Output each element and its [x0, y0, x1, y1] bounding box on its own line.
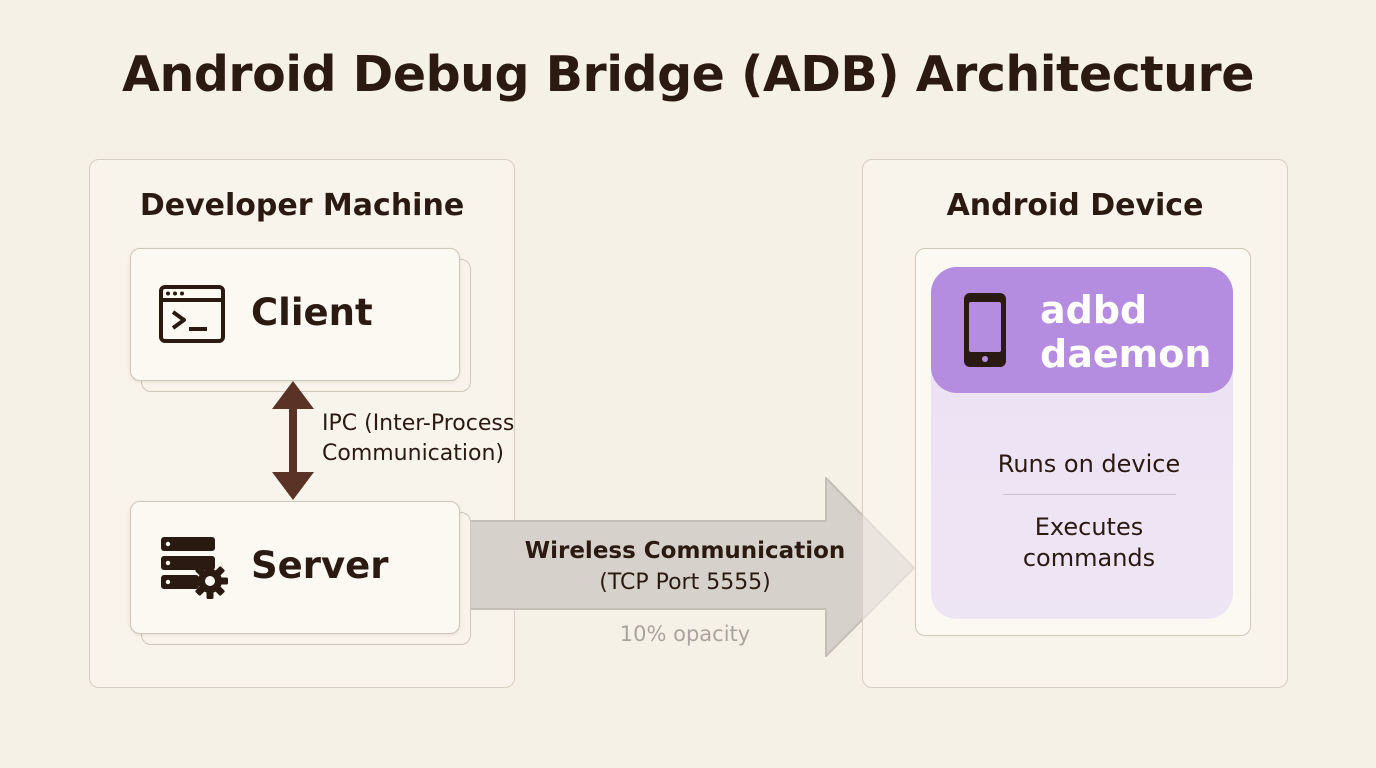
runs-on-device-text: Runs on device	[997, 450, 1181, 478]
adbd-label-line2: daemon	[1040, 332, 1212, 376]
adbd-label-line1: adbd	[1040, 288, 1148, 332]
executes-line1: Executes	[1034, 513, 1144, 541]
developer-machine-title: Developer Machine	[139, 188, 465, 223]
ipc-double-arrow	[272, 381, 314, 500]
wireless-opacity-note: 10% opacity	[619, 622, 751, 646]
smartphone-icon	[964, 293, 1006, 367]
executes-line2: commands	[1022, 544, 1156, 572]
terminal-icon	[159, 285, 225, 343]
client-card: Client	[130, 248, 460, 381]
ipc-label-line1: IPC (Inter-Process	[322, 411, 515, 436]
diagram-title: Android Debug Bridge (ADB) Architecture	[122, 46, 1254, 103]
ipc-label: IPC (Inter-Process Communication)	[322, 409, 514, 469]
wireless-subtitle: (TCP Port 5555)	[599, 570, 771, 595]
wireless-title: Wireless Communication	[524, 538, 846, 564]
executes-commands-text: Executes commands	[931, 512, 1247, 574]
server-label: Server	[251, 544, 389, 587]
server-card: Server	[130, 501, 460, 634]
detail-divider	[1003, 494, 1176, 495]
server-gear-icon	[161, 537, 228, 599]
adbd-daemon-label: adbd daemon	[1040, 288, 1211, 376]
ipc-label-line2: Communication)	[322, 441, 504, 466]
android-device-title: Android Device	[946, 188, 1204, 223]
client-label: Client	[251, 291, 373, 334]
